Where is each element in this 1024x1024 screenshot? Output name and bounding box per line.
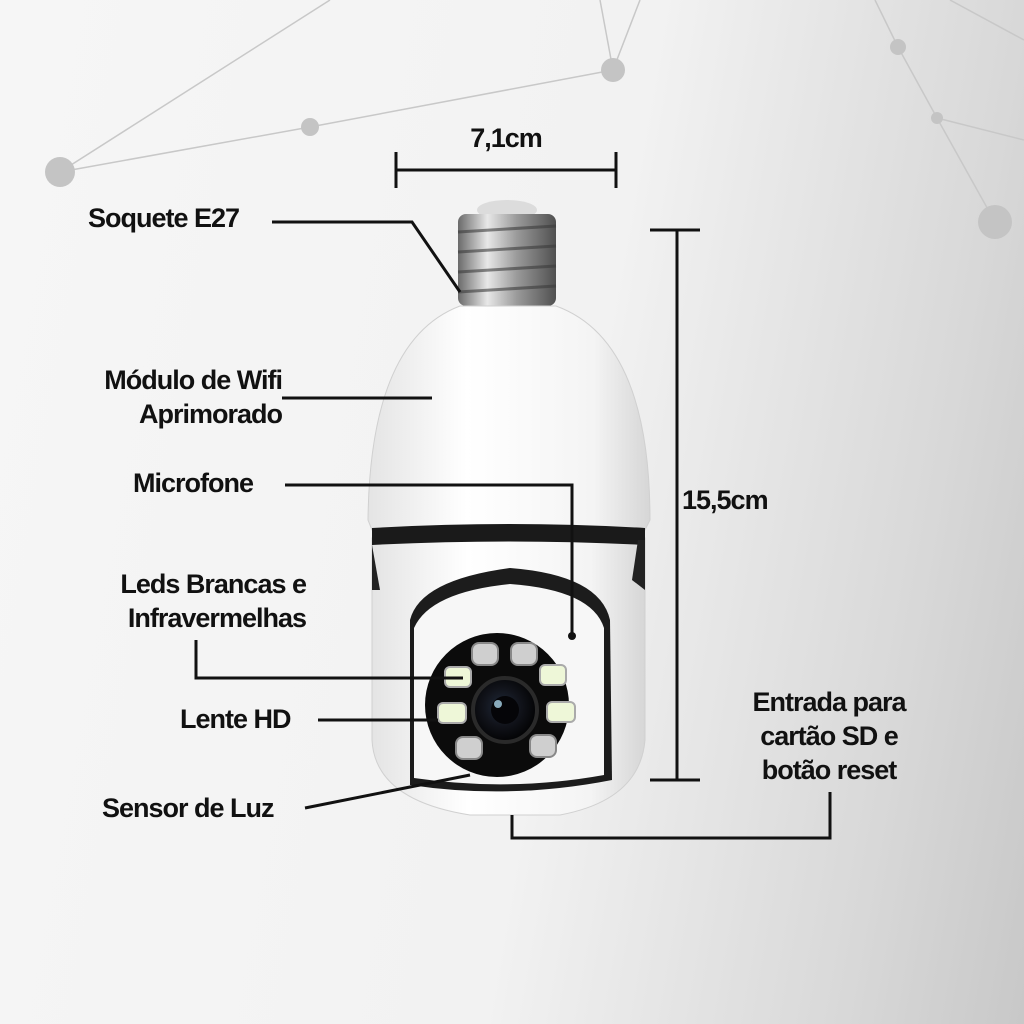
label-sd-line2: cartão SD e xyxy=(760,720,899,751)
label-leds: Leds Brancas e Infravermelhas xyxy=(60,568,307,636)
label-sd-line3: botão reset xyxy=(761,754,898,785)
label-sd-card-reset: Entrada para cartão SD e botão reset xyxy=(716,686,942,787)
label-lens: Lente HD xyxy=(180,704,292,734)
label-sd-line1: Entrada para xyxy=(752,687,906,717)
label-leds-line2: Infravermelhas xyxy=(127,602,307,633)
label-wifi-line2: Aprimorado xyxy=(138,398,283,429)
label-socket: Soquete E27 xyxy=(88,203,240,233)
e27-socket xyxy=(457,200,557,306)
height-dimension-label: 15,5cm xyxy=(682,485,769,515)
label-microphone: Microfone xyxy=(133,468,254,498)
label-leds-line1: Leds Brancas e xyxy=(120,569,307,599)
width-dimension-label: 7,1cm xyxy=(470,123,543,153)
label-wifi-line1: Módulo de Wifi xyxy=(104,365,283,395)
label-light-sensor: Sensor de Luz xyxy=(102,793,275,823)
label-wifi-module: Módulo de Wifi Aprimorado xyxy=(40,364,283,432)
